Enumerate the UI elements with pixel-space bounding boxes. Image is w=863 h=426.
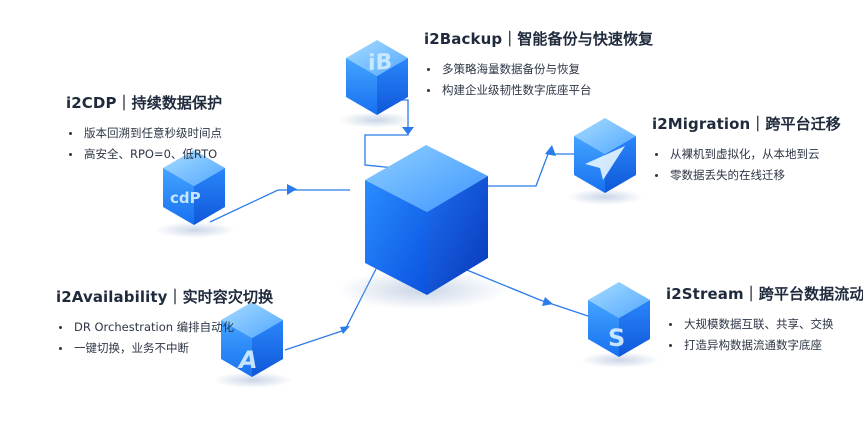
product-block-availability: i2Availability｜实时容灾切换 DR Orchestration 编… xyxy=(56,286,273,359)
product-title-stream: i2Stream｜跨平台数据流动 xyxy=(666,285,863,303)
bullet-item: 高安全、RPO=0、低RTO xyxy=(66,144,222,165)
cdp-cube-icon: cdP xyxy=(155,150,235,238)
product-block-migration: i2Migration｜跨平台迁移 从裸机到虚拟化，从本地到云 零数据丢失的在线… xyxy=(652,113,841,186)
bullet-item: 零数据丢失的在线迁移 xyxy=(652,165,841,186)
bullet-item: 大规模数据互联、共享、交换 xyxy=(666,314,863,335)
connector-cdp xyxy=(209,189,350,223)
arrow-migration xyxy=(545,145,556,156)
connector-backup xyxy=(364,99,409,169)
product-title-cdp: i2CDP｜持续数据保护 xyxy=(66,94,223,112)
arrow-backup xyxy=(402,127,414,135)
bullet-list-stream: 大规模数据互联、共享、交换 打造异构数据流通数字底座 xyxy=(666,314,863,356)
arrow-stream xyxy=(542,297,553,306)
product-title-migration: i2Migration｜跨平台迁移 xyxy=(652,115,841,133)
connector-arrows xyxy=(287,127,556,334)
bullet-item: 版本回溯到任意秒级时间点 xyxy=(66,123,222,144)
arrow-cdp xyxy=(287,184,297,195)
bullet-item: 构建企业级韧性数字底座平台 xyxy=(424,80,653,101)
product-title-backup: i2Backup｜智能备份与快速恢复 xyxy=(424,30,654,48)
paper-plane-cube-icon xyxy=(567,118,643,205)
stream-cube-icon: S xyxy=(580,282,660,368)
product-block-stream: i2Stream｜跨平台数据流动 大规模数据互联、共享、交换 打造异构数据流通数… xyxy=(666,283,863,356)
bullet-item: DR Orchestration 编排自动化 xyxy=(56,317,273,338)
connector-migration xyxy=(478,153,575,187)
bullet-item: 从裸机到虚拟化，从本地到云 xyxy=(652,144,841,165)
svg-text:S: S xyxy=(608,324,625,352)
svg-text:cdP: cdP xyxy=(170,189,201,207)
svg-text:iB: iB xyxy=(368,50,392,77)
bullet-list-migration: 从裸机到虚拟化，从本地到云 零数据丢失的在线迁移 xyxy=(652,144,841,186)
svg-text:A: A xyxy=(237,346,258,374)
product-block-backup: i2Backup｜智能备份与快速恢复 多策略海量数据备份与恢复 构建企业级韧性数… xyxy=(424,28,653,101)
bullet-list-backup: 多策略海量数据备份与恢复 构建企业级韧性数字底座平台 xyxy=(424,59,653,101)
bullet-item: 一键切换，业务不中断 xyxy=(56,338,273,359)
arrow-availability xyxy=(340,326,350,334)
availability-cube-icon: A xyxy=(213,302,293,388)
bullet-list-availability: DR Orchestration 编排自动化 一键切换，业务不中断 xyxy=(56,317,273,359)
backup-cube-icon: iB xyxy=(338,40,414,128)
bullet-item: 多策略海量数据备份与恢复 xyxy=(424,59,653,80)
product-title-availability: i2Availability｜实时容灾切换 xyxy=(56,288,274,306)
bullet-item: 打造异构数据流通数字底座 xyxy=(666,335,863,356)
product-block-cdp: i2CDP｜持续数据保护 版本回溯到任意秒级时间点 高安全、RPO=0、低RTO xyxy=(66,92,222,165)
central-cube-icon xyxy=(337,145,507,310)
bullet-list-cdp: 版本回溯到任意秒级时间点 高安全、RPO=0、低RTO xyxy=(66,123,222,165)
